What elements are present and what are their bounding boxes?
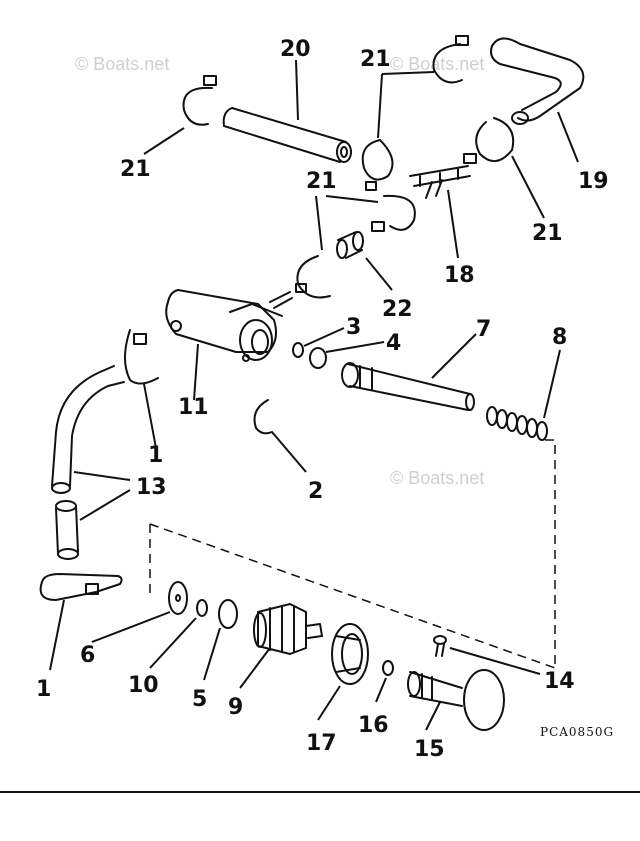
part-21-clamp-a [182, 75, 217, 126]
part-21-clamp-e [371, 194, 416, 232]
callout-22: 22 [382, 297, 413, 322]
part-19-bent-hose [490, 37, 585, 125]
callout-21-c: 21 [532, 221, 563, 246]
part-21-clamp-f [295, 255, 331, 299]
part-21-clamp-c [432, 35, 469, 84]
part-10-o-ring [196, 599, 208, 617]
part-4-o-ring [309, 347, 327, 369]
callout-20: 20 [280, 37, 311, 62]
part-11-pump-body [165, 289, 293, 362]
part-17-retainer [331, 623, 369, 685]
callout-6: 6 [80, 643, 95, 668]
hose-bend-left [51, 365, 125, 494]
callout-18: 18 [444, 263, 475, 288]
callout-2: 2 [308, 479, 323, 504]
part-6-washer [168, 581, 188, 615]
watermark-mid-right: © Boats.net [390, 468, 484, 488]
diagram-code: PCA0850G [540, 725, 614, 739]
part-22-tube [336, 231, 364, 259]
part-16-o-ring [382, 660, 394, 676]
callout-11: 11 [178, 395, 209, 420]
part-1-clamp-upper [124, 329, 159, 385]
part-9-fitting [253, 603, 323, 655]
callout-8: 8 [552, 325, 567, 350]
callout-17: 17 [306, 731, 337, 756]
callout-21-a: 21 [120, 157, 151, 182]
part-7-shaft [341, 362, 475, 411]
callout-1-b: 1 [36, 677, 51, 702]
part-21-clamp-b [361, 139, 394, 191]
callout-13: 13 [136, 475, 167, 500]
part-5-o-ring [218, 599, 238, 629]
callout-3: 3 [346, 315, 361, 340]
callout-7: 7 [476, 317, 491, 342]
part-2-clip [253, 399, 273, 435]
leader-lines [49, 59, 579, 731]
callout-9: 9 [228, 695, 243, 720]
callout-10: 10 [128, 673, 159, 698]
callout-19: 19 [578, 169, 609, 194]
part-1-clamp-lower [39, 573, 123, 601]
part-18-tee-fitting [409, 165, 471, 199]
part-20-hose [222, 107, 352, 163]
part-13-hose [55, 500, 79, 560]
callout-5: 5 [192, 687, 207, 712]
callout-16: 16 [358, 713, 389, 738]
watermark-top-right: © Boats.net [390, 54, 484, 74]
part-8-spring [486, 406, 548, 441]
callout-21-b: 21 [360, 47, 391, 72]
callout-1-a: 1 [148, 443, 163, 468]
callout-4: 4 [386, 331, 401, 356]
callout-21-d: 21 [306, 169, 337, 194]
assembly-dashed-line [149, 439, 556, 669]
watermark-top-left: © Boats.net [75, 54, 169, 74]
part-21-clamp-d [463, 117, 515, 164]
part-14-screw [433, 635, 447, 657]
part-3-o-ring [292, 342, 304, 358]
callout-14: 14 [544, 669, 575, 694]
part-15-plunger [407, 669, 505, 731]
callout-15: 15 [414, 737, 445, 762]
